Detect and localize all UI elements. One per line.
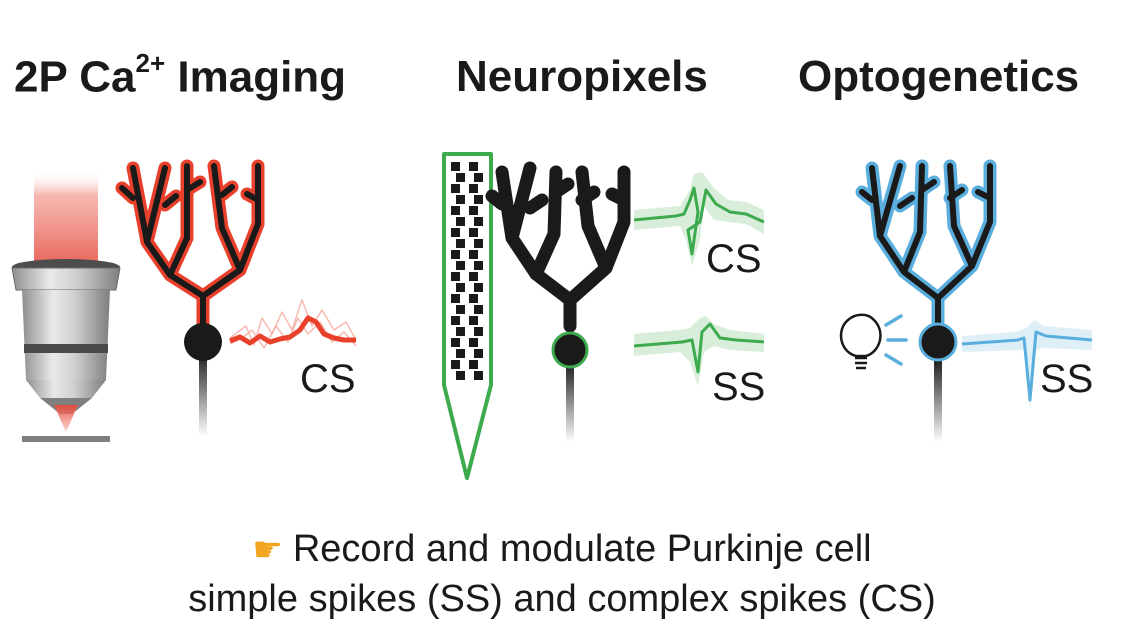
probe-site xyxy=(474,283,483,292)
probe-site xyxy=(474,173,483,182)
imaging-title-suffix: Imaging xyxy=(165,52,347,102)
probe-site xyxy=(469,338,478,347)
pointing-hand-icon: ☛ xyxy=(252,531,283,569)
neuropixels-ss-waveform xyxy=(633,316,765,386)
probe-site xyxy=(474,327,483,336)
light-bulb-icon xyxy=(839,313,882,370)
imaging-purkinje-dendrite xyxy=(115,159,265,335)
probe-site xyxy=(451,228,460,237)
neuropixels-cs-label: CS xyxy=(706,237,762,281)
optogenetics-axon xyxy=(934,358,942,442)
probe-site xyxy=(469,316,478,325)
probe-recording-sites xyxy=(451,162,483,380)
probe-site xyxy=(469,206,478,215)
caption-line-2: simple spikes (SS) and complex spikes (C… xyxy=(188,578,936,620)
probe-site xyxy=(456,195,465,204)
probe-site xyxy=(469,360,478,369)
neuropixels-cs-waveform xyxy=(633,172,765,266)
probe-site xyxy=(469,250,478,259)
probe-site xyxy=(456,327,465,336)
probe-site xyxy=(474,349,483,358)
probe-site xyxy=(474,305,483,314)
probe-site xyxy=(451,360,460,369)
probe-site xyxy=(451,294,460,303)
probe-site xyxy=(469,272,478,281)
imaging-cs-label: CS xyxy=(300,357,356,401)
imaging-calcium-trace xyxy=(229,299,357,349)
probe-site xyxy=(456,173,465,182)
optogenetics-title: Optogenetics xyxy=(798,52,1080,101)
optogenetics-soma xyxy=(918,322,958,362)
probe-site xyxy=(456,217,465,226)
imaging-axon xyxy=(199,352,207,436)
probe-site xyxy=(451,316,460,325)
optogenetics-ss-label: SS xyxy=(1040,357,1093,401)
probe-site xyxy=(456,261,465,270)
probe-site xyxy=(474,195,483,204)
probe-site xyxy=(469,162,478,171)
optogenetics-purkinje-dendrite xyxy=(855,159,997,333)
probe-site xyxy=(451,162,460,171)
neuropixels-title: Neuropixels xyxy=(456,52,708,101)
neuropixels-purkinje-dendrite xyxy=(485,161,631,333)
light-rays-icon xyxy=(884,314,908,366)
optogenetics-ss-waveform xyxy=(961,320,1093,410)
diagram-artwork: CS CS SS SS xyxy=(11,152,1093,480)
probe-site xyxy=(456,349,465,358)
microscope-objective-icon xyxy=(11,170,121,442)
probe-site xyxy=(474,217,483,226)
imaging-title-prefix: 2P Ca xyxy=(14,52,136,102)
probe-site xyxy=(451,250,460,259)
imaging-title: 2P Ca2+ Imaging xyxy=(14,48,347,103)
neuropixels-probe-icon xyxy=(442,152,493,480)
neuropixels-axon xyxy=(566,362,574,442)
probe-site xyxy=(451,206,460,215)
probe-site xyxy=(451,338,460,347)
probe-site xyxy=(451,184,460,193)
caption-line-1: ☛Record and modulate Purkinje cell xyxy=(0,528,1124,571)
imaging-title-superscript: 2+ xyxy=(135,48,166,78)
neuropixels-ss-label: SS xyxy=(712,365,765,409)
probe-site xyxy=(456,371,465,380)
caption-line-1-text: Record and modulate Purkinje cell xyxy=(292,528,872,570)
probe-site xyxy=(474,239,483,248)
probe-site xyxy=(469,228,478,237)
probe-site xyxy=(469,294,478,303)
probe-site xyxy=(456,305,465,314)
neuropixels-soma xyxy=(551,331,589,369)
probe-site xyxy=(456,283,465,292)
imaging-soma xyxy=(184,323,222,361)
probe-site xyxy=(474,261,483,270)
probe-site xyxy=(451,272,460,281)
probe-site xyxy=(456,239,465,248)
probe-site xyxy=(469,184,478,193)
probe-site xyxy=(474,371,483,380)
